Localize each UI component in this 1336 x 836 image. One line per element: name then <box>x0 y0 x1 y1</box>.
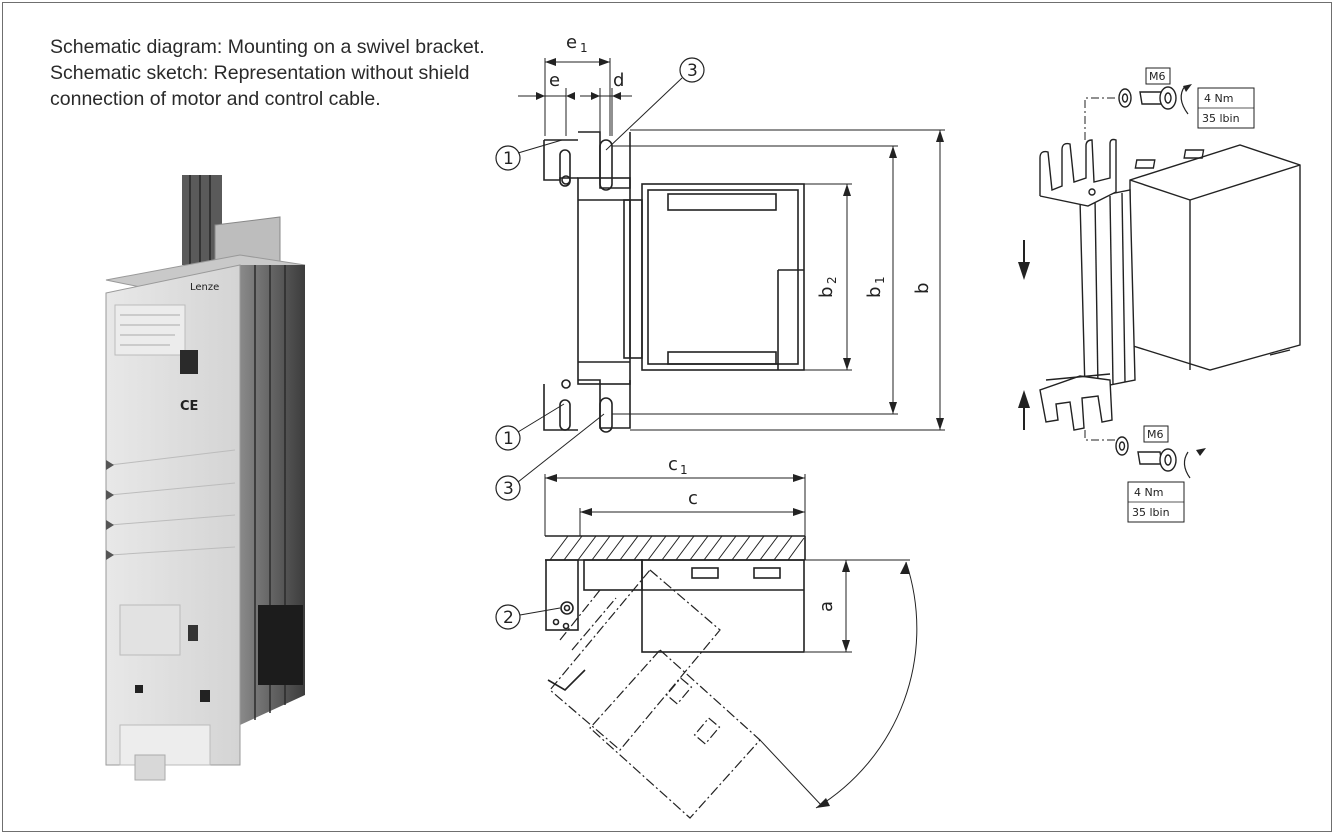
figure-caption: Schematic diagram: Mounting on a swivel … <box>50 36 485 110</box>
dim-b: b <box>912 283 933 294</box>
callout-3-top: 3 <box>687 61 698 81</box>
dim-c1-label: c <box>668 454 678 475</box>
bolt-label-bottom: M6 <box>1147 428 1164 441</box>
ce-mark: CE <box>180 399 198 414</box>
front-view <box>543 131 805 433</box>
bolt-label-top: M6 <box>1149 70 1166 83</box>
callout-2-pivot: 2 <box>503 608 514 628</box>
dim-e1-label: e <box>566 32 577 53</box>
dim-b2-label: b <box>816 287 837 298</box>
isometric-view <box>1018 67 1301 523</box>
dim-b1: b 1 <box>864 276 887 298</box>
dim-c1-subscript: 1 <box>680 463 688 477</box>
torque-nm-bottom: 4 Nm <box>1134 486 1163 499</box>
callout-1-top: 1 <box>503 149 514 169</box>
torque-nm-top: 4 Nm <box>1204 92 1233 105</box>
dim-b2-subscript: 2 <box>825 276 839 284</box>
swivel-view <box>545 535 806 819</box>
callout-3-bottom: 3 <box>503 479 514 499</box>
dim-b2: b 2 <box>816 276 839 298</box>
dim-b1-label: b <box>864 287 885 298</box>
dim-b1-subscript: 1 <box>873 276 887 284</box>
product-photo: Lenze CE <box>105 175 306 781</box>
brand-label: Lenze <box>190 282 219 293</box>
torque-lbin-top: 35 lbin <box>1202 112 1240 125</box>
callout-1-bottom: 1 <box>503 429 514 449</box>
dim-a: a <box>816 601 837 612</box>
dim-e1-subscript: 1 <box>580 41 588 55</box>
dim-e-label: e <box>549 70 560 91</box>
torque-lbin-bottom: 35 lbin <box>1132 506 1170 519</box>
dim-d-label: d <box>613 70 624 91</box>
dim-a-label: a <box>816 601 837 612</box>
dim-c-label: c <box>688 488 698 509</box>
dim-b-label: b <box>912 283 933 294</box>
